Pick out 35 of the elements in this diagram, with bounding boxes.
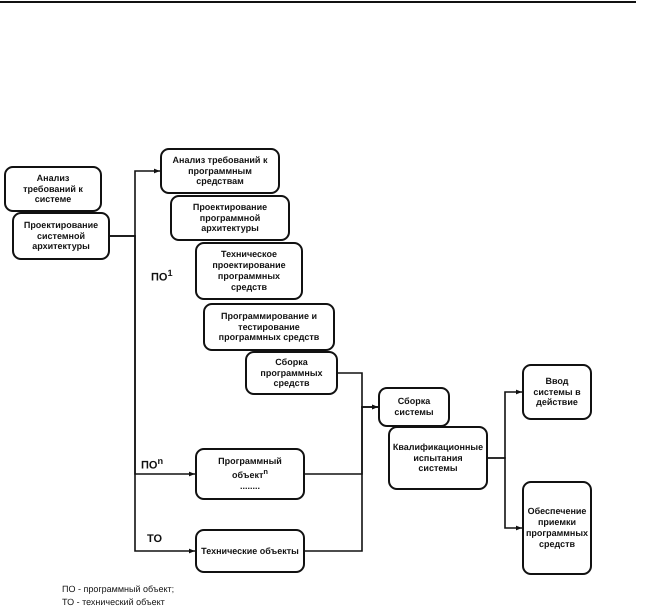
process-box	[388, 426, 488, 490]
box-text: Программирование и тестирование программных средств	[218, 310, 320, 344]
process-box	[195, 529, 305, 573]
arrow	[110, 235, 195, 554]
process-box	[4, 166, 102, 212]
process-box	[12, 212, 110, 260]
process-box	[203, 303, 335, 351]
process-box	[522, 364, 592, 420]
edge-label: ПО$^{n}$	[140, 456, 164, 472]
process-box	[378, 387, 450, 427]
box-text: Ввод системы в действие	[532, 376, 582, 408]
footnote: ТО - технический объект	[62, 597, 165, 607]
process-box	[170, 195, 290, 241]
process-box	[160, 148, 280, 194]
edge-label: ТО	[146, 533, 164, 545]
process-box	[195, 448, 305, 500]
box-text: Проектирование программной архитектуры	[192, 202, 268, 234]
box-text: Сборка системы	[393, 396, 435, 418]
process-box	[195, 242, 303, 300]
edge-label: ПО$^{1}$	[150, 268, 174, 284]
box-text: Технические объекты	[201, 546, 299, 556]
process-box	[522, 481, 592, 575]
box-text: Проектирование системной архитектуры	[22, 220, 100, 252]
box-text: Анализ требований к программным средствам	[172, 154, 268, 188]
footnote: ПО - программный объект;	[62, 584, 174, 594]
box-text: ........	[240, 480, 260, 492]
arrow	[305, 404, 378, 552]
box-text: Анализ требований к системе	[22, 172, 84, 206]
box-text: Обеспечение приемки программных средств	[526, 506, 588, 550]
box-text: Сборка программных средств	[259, 356, 324, 390]
process-box	[245, 351, 338, 395]
box-text: Программный объект$^{n}$	[217, 456, 283, 481]
box-text: Техническое проектирование программных средств	[211, 249, 287, 293]
box-text: Квалификационные испытания системы	[392, 442, 484, 474]
arrow	[488, 457, 522, 530]
